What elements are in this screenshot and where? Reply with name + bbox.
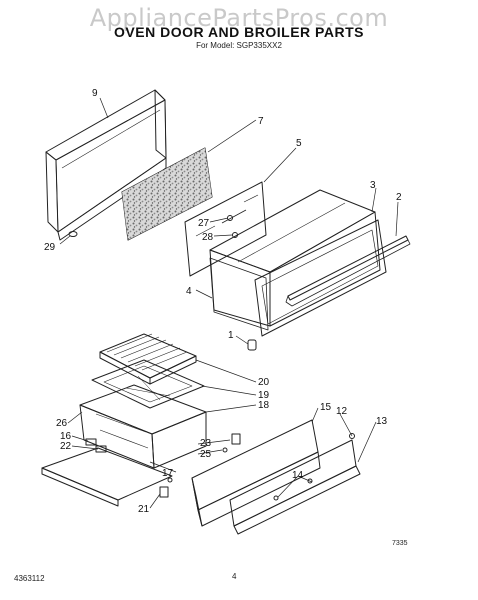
bumper-part — [247, 339, 257, 351]
callouts: 9 7 5 3 2 27 28 4 29 1 20 19 18 26 16 22… — [44, 88, 402, 515]
watermark: AppliancePartsPros.com — [89, 4, 389, 32]
callout-19: 19 — [258, 390, 270, 401]
callout-21: 21 — [138, 504, 150, 515]
page-number: 4 — [232, 572, 237, 581]
callout-7: 7 — [258, 116, 264, 127]
callout-4: 4 — [186, 286, 192, 297]
broiler-grid-part — [99, 333, 197, 385]
footer-part-code: 4363112 — [14, 574, 45, 583]
broiler-pan-part — [91, 359, 205, 409]
callout-9: 9 — [92, 88, 98, 99]
insulation-pad-part — [121, 147, 213, 241]
callout-23: 23 — [200, 438, 212, 449]
door-liner-part — [209, 189, 381, 327]
door-front-part — [254, 219, 411, 337]
callout-12: 12 — [336, 406, 348, 417]
screw-28 — [232, 232, 238, 238]
callout-16: 16 — [60, 431, 72, 442]
callout-3: 3 — [370, 180, 376, 191]
clip-21 — [159, 486, 169, 498]
callout-22: 22 — [60, 441, 72, 452]
callout-13: 13 — [376, 416, 388, 427]
drawer-front-part — [191, 419, 321, 527]
screw-25 — [222, 447, 228, 453]
callout-25: 25 — [200, 449, 212, 460]
clip-part — [68, 231, 78, 237]
callout-14: 14 — [292, 470, 304, 481]
diagram-code: 7335 — [392, 540, 408, 547]
door-frame-part — [45, 89, 167, 241]
latch-23 — [231, 433, 241, 445]
broiler-front-part — [41, 447, 173, 507]
callout-28: 28 — [202, 232, 214, 243]
page-title: OVEN DOOR AND BROILER PARTS — [114, 24, 364, 40]
callout-15: 15 — [320, 402, 332, 413]
callout-17: 17 — [162, 468, 174, 479]
callout-20: 20 — [258, 377, 270, 388]
inner-glass-part — [184, 181, 267, 277]
model-subtitle: For Model: SGP335XX2 — [196, 41, 282, 50]
callout-29: 29 — [44, 242, 56, 253]
callout-1: 1 — [228, 330, 234, 341]
callout-2: 2 — [396, 192, 402, 203]
callout-18: 18 — [258, 400, 270, 411]
hinge-16 — [85, 438, 97, 446]
broiler-drawer-part — [79, 384, 207, 469]
kick-plate-part — [229, 433, 361, 535]
callout-27: 27 — [198, 218, 210, 229]
outer-glass-part — [209, 257, 269, 331]
callout-5: 5 — [296, 138, 302, 149]
callout-26: 26 — [56, 418, 68, 429]
